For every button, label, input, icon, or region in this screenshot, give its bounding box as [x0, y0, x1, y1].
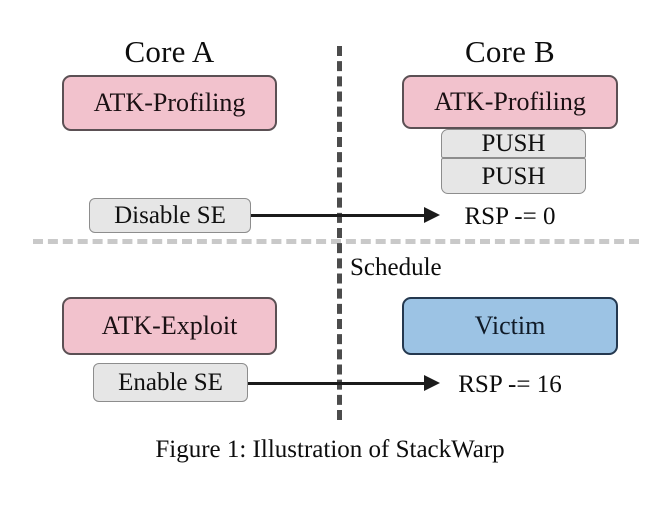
- core-a-header: Core A: [124, 34, 215, 69]
- phase-divider-horizontal: [33, 239, 639, 244]
- core-b-atk-profiling-box[interactable]: ATK-Profiling: [402, 75, 618, 129]
- core-b-header: Core B: [465, 34, 555, 69]
- disable-se-button[interactable]: Disable SE: [89, 198, 251, 233]
- disable-se-arrow-head: [424, 207, 440, 223]
- stack-frame-push-2[interactable]: PUSH: [441, 158, 586, 194]
- enable-se-arrow-head: [424, 375, 440, 391]
- figure-caption: Figure 1: Illustration of StackWarp: [155, 436, 505, 463]
- core-b-victim-box[interactable]: Victim: [402, 297, 618, 355]
- core-divider-vertical: [337, 46, 342, 420]
- core-a-atk-exploit-box[interactable]: ATK-Exploit: [62, 297, 277, 355]
- stack-frame-push-1[interactable]: PUSH: [441, 129, 586, 158]
- enable-se-button[interactable]: Enable SE: [93, 363, 248, 402]
- core-a-atk-profiling-box[interactable]: ATK-Profiling: [62, 75, 277, 131]
- rsp-result-profiling: RSP -= 0: [464, 203, 556, 230]
- disable-se-arrow-line: [251, 214, 424, 217]
- schedule-label: Schedule: [350, 254, 442, 281]
- enable-se-arrow-line: [248, 382, 424, 385]
- rsp-result-exploit: RSP -= 16: [458, 371, 562, 398]
